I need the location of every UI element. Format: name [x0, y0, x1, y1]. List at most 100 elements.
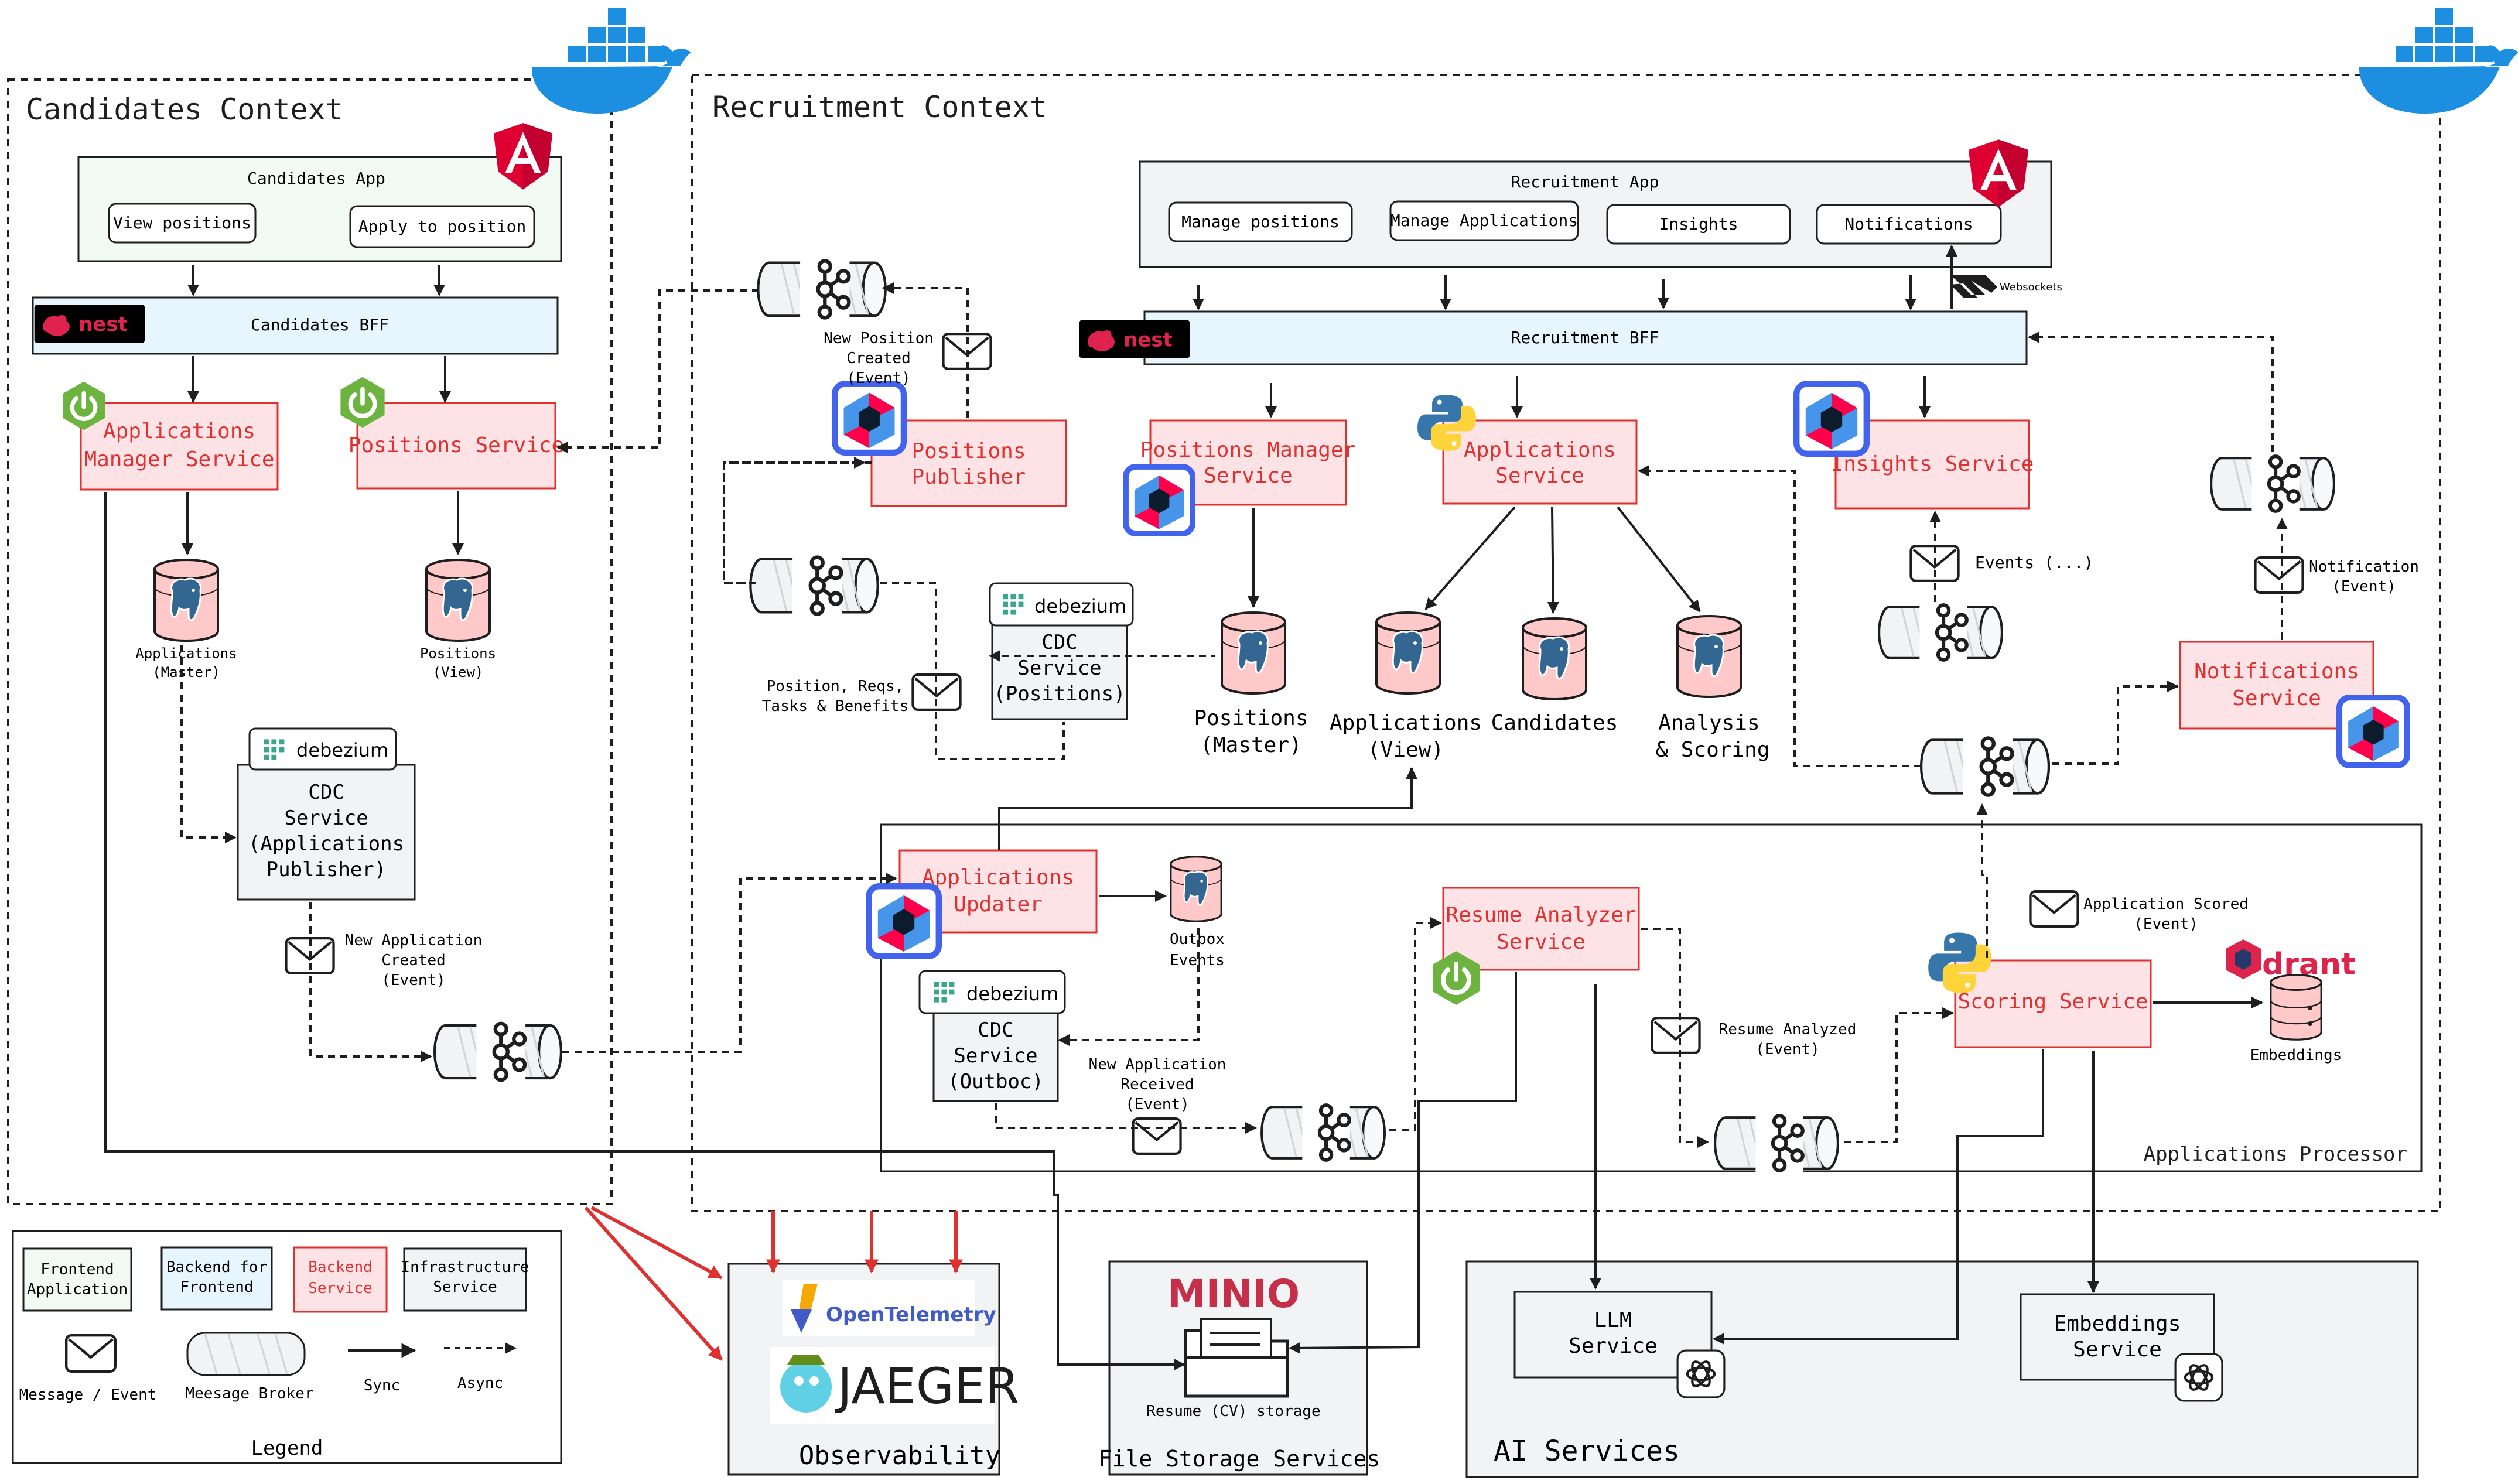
message-broker-icon	[758, 255, 885, 323]
quarkus-icon	[2339, 697, 2407, 765]
message-broker-icon	[435, 1018, 561, 1085]
recruitment-context: Recruitment Context	[691, 74, 2441, 1212]
applications-manager-service: Applications Manager Service	[80, 402, 279, 491]
quarkus-icon	[1796, 384, 1867, 454]
legend-message: Message / Event	[19, 1335, 157, 1404]
svg-text:debezium: debezium	[966, 983, 1058, 1005]
svg-text:Embeddings: Embeddings	[2250, 1047, 2342, 1064]
legend-bff: Backend for Frontend	[160, 1246, 273, 1311]
svg-text:(Event): (Event)	[381, 972, 446, 989]
svg-text:Service: Service	[308, 1280, 373, 1297]
new-position-created-event: New Position Created (Event)	[824, 330, 934, 387]
recruitment-bff: Recruitment BFF	[1143, 310, 2028, 365]
message-broker-icon	[1921, 733, 2049, 801]
svg-text:Service: Service	[1204, 464, 1293, 488]
apply-to-position-button[interactable]: Apply to position	[349, 205, 535, 248]
notifications-button[interactable]: Notifications	[1816, 204, 2002, 245]
notification-event: Notification (Event)	[2309, 558, 2419, 596]
svg-text:(Master): (Master)	[152, 664, 220, 681]
resume-storage-label: Resume (CV) storage	[1146, 1403, 1320, 1420]
minio-logo: MINIO	[1167, 1271, 1300, 1317]
svg-text:Notifications: Notifications	[2194, 659, 2359, 683]
svg-text:Service: Service	[2073, 1338, 2162, 1362]
debezium-logo: debezium	[989, 582, 1134, 627]
svg-text:New Application: New Application	[1089, 1056, 1226, 1073]
applications-processor-title: Applications Processor	[2144, 1143, 2407, 1166]
svg-text:debezium: debezium	[1034, 595, 1126, 617]
message-broker-icon	[1262, 1100, 1385, 1165]
folder-icon	[1184, 1318, 1289, 1398]
svg-text:Frontend: Frontend	[180, 1278, 253, 1296]
svg-text:(Event): (Event)	[2332, 578, 2396, 596]
svg-text:Applications: Applications	[1464, 438, 1616, 462]
svg-text:LLM: LLM	[1594, 1308, 1632, 1332]
svg-text:Manage Applications: Manage Applications	[1390, 211, 1578, 230]
svg-text:Service: Service	[284, 806, 368, 830]
application-scored-event: Application Scored (Event)	[2083, 895, 2249, 933]
observability-connectors	[584, 1206, 963, 1361]
sync-connectors	[104, 245, 2263, 1370]
manage-applications-button[interactable]: Manage Applications	[1389, 200, 1579, 241]
resume-analyzed-event: Resume Analyzed (Event)	[1719, 1021, 1857, 1058]
insights-button[interactable]: Insights	[1606, 204, 1791, 245]
svg-text:Message / Event: Message / Event	[19, 1386, 157, 1404]
svg-text:Positions Manager: Positions Manager	[1140, 438, 1356, 462]
svg-text:Candidates: Candidates	[1491, 711, 1618, 735]
applications-view-db: Applications (View)	[1330, 611, 1482, 762]
svg-text:Scoring Service: Scoring Service	[1957, 990, 2148, 1014]
svg-text:Meesage Broker: Meesage Broker	[185, 1385, 313, 1403]
positions-service: Positions Service	[349, 402, 564, 490]
svg-text:Updater: Updater	[954, 893, 1043, 917]
svg-text:(View): (View)	[433, 664, 484, 681]
message-icon	[1652, 1018, 1699, 1053]
ai-services-title: AI Services	[1494, 1435, 1680, 1468]
new-application-created-event: New Application Created (Event)	[345, 932, 483, 989]
cdc-service-positions: CDC Service (Positions)	[991, 622, 1128, 720]
debezium-logo: debezium	[918, 970, 1066, 1014]
svg-text:CDC: CDC	[1041, 631, 1077, 654]
svg-text:OpenTelemetry: OpenTelemetry	[826, 1303, 996, 1326]
applications-service: Applications Service	[1442, 419, 1638, 505]
svg-text:Embeddings: Embeddings	[2054, 1312, 2181, 1336]
svg-text:Frontend: Frontend	[40, 1261, 114, 1278]
svg-text:debezium: debezium	[296, 739, 388, 761]
async-connectors	[180, 282, 2288, 1148]
svg-text:New Position: New Position	[824, 330, 934, 347]
svg-text:Sync: Sync	[364, 1377, 401, 1394]
nest-logo-icon	[1079, 320, 1190, 358]
svg-text:(Applications: (Applications	[248, 832, 404, 856]
svg-text:(Event): (Event)	[1125, 1096, 1190, 1113]
svg-text:Service: Service	[1569, 1334, 1658, 1358]
legend-infrastructure: Infrastructure Service	[401, 1247, 529, 1312]
recruitment-bff-label: Recruitment BFF	[1511, 328, 1659, 347]
svg-text:Manage positions: Manage positions	[1181, 212, 1340, 231]
insights-events-label: Events (...)	[1975, 553, 2093, 572]
svg-text:New Application: New Application	[345, 932, 483, 949]
message-broker-icon	[2211, 451, 2334, 517]
resume-analyzer-service: Resume Analyzer Service	[1442, 887, 1640, 971]
legend-title: Legend	[251, 1437, 323, 1460]
quarkus-icon	[835, 384, 904, 453]
svg-text:Service: Service	[1495, 464, 1584, 488]
message-icon	[2255, 558, 2302, 593]
applications-processor-container: Applications Processor	[880, 823, 2423, 1172]
svg-text:Service: Service	[1497, 930, 1586, 954]
svg-text:Resume Analyzer: Resume Analyzer	[1446, 903, 1636, 927]
view-positions-button[interactable]: View positions	[108, 203, 257, 244]
svg-text:(View): (View)	[1368, 738, 1444, 762]
svg-text:Positions: Positions	[1194, 706, 1308, 730]
svg-text:(Master): (Master)	[1200, 733, 1301, 757]
svg-text:(Event): (Event)	[1755, 1041, 1820, 1058]
legend: Legend	[12, 1230, 562, 1464]
svg-text:Position, Reqs,: Position, Reqs,	[767, 678, 904, 695]
nest-logo-icon	[34, 305, 145, 343]
websockets-icon: Websockets	[1950, 275, 2062, 298]
message-icon	[1133, 1119, 1180, 1154]
candidates-context: Candidates Context	[7, 78, 613, 1205]
svg-text:(Event): (Event)	[2134, 915, 2198, 933]
positions-view-db: Positions (View)	[420, 559, 496, 681]
manage-positions-button[interactable]: Manage positions	[1168, 201, 1353, 242]
docker-icon	[531, 8, 691, 114]
svg-text:Positions: Positions	[911, 439, 1026, 463]
jaeger-logo: JAEGER	[770, 1347, 1019, 1424]
